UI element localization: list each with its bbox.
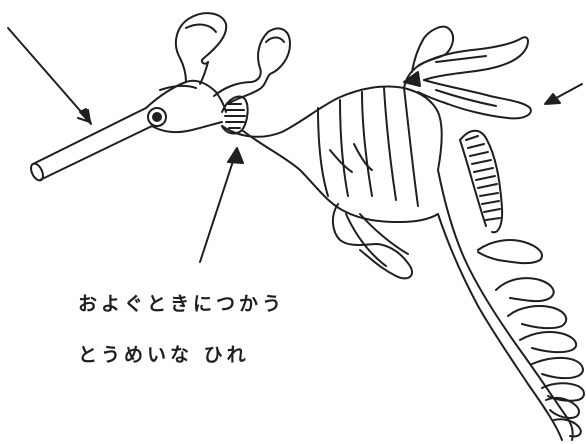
tail — [438, 170, 573, 440]
belly-appendage — [333, 204, 412, 278]
head-appendage-left — [176, 13, 226, 63]
arrow-fin — [200, 148, 243, 262]
body — [222, 86, 442, 222]
fin-caption-line2: とうめいな ひれ — [78, 340, 250, 367]
tail-leaves — [478, 240, 584, 436]
dorsal-fin — [460, 131, 502, 233]
fin-caption-line1: およぐときにつかう — [78, 289, 285, 316]
dorsal-appendage — [404, 27, 531, 119]
head-appendage-right — [214, 28, 290, 104]
arrow-top-left — [8, 28, 91, 124]
arrow-top-right — [545, 84, 582, 104]
eye — [148, 108, 166, 126]
